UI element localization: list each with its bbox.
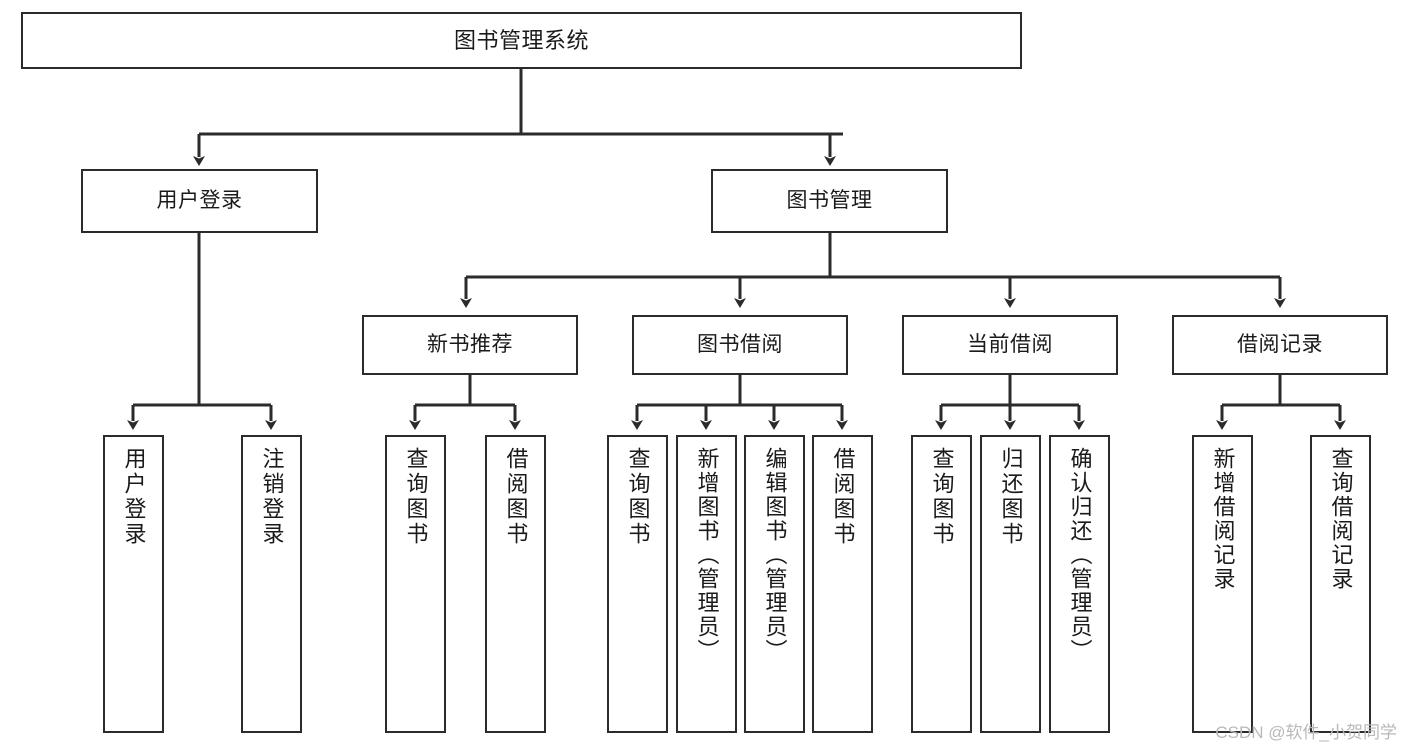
node-book-manage-label: 图书管理 (786, 188, 873, 212)
leaf-add-book-admin-label: 新增图书（管理员） (694, 447, 720, 663)
leaf-edit-book-admin[interactable]: 编辑图书（管理员） (744, 435, 805, 733)
leaf-query-book-borrow[interactable]: 查询图书 (607, 435, 668, 733)
leaf-query-borrow-record-label: 查询借阅记录 (1328, 447, 1354, 591)
leaf-logout-login-label: 注销登录 (259, 447, 285, 547)
leaf-add-book-admin[interactable]: 新增图书（管理员） (676, 435, 737, 733)
leaf-edit-book-admin-label: 编辑图书（管理员） (762, 447, 788, 663)
leaf-query-borrow-record[interactable]: 查询借阅记录 (1310, 435, 1371, 733)
leaf-return-book-label: 归还图书 (998, 447, 1024, 547)
leaf-borrow-book-label: 借阅图书 (830, 447, 856, 547)
node-new-book-recommendation-label: 新书推荐 (427, 332, 513, 356)
node-root-label: 图书管理系统 (453, 27, 589, 53)
leaf-query-book-borrow-label: 查询图书 (625, 447, 651, 547)
leaf-borrow-book-recommendation-label: 借阅图书 (503, 447, 529, 547)
leaf-query-book-current[interactable]: 查询图书 (911, 435, 972, 733)
node-book-borrow[interactable]: 图书借阅 (632, 315, 848, 375)
leaf-query-book-recommendation[interactable]: 查询图书 (385, 435, 446, 733)
node-root[interactable]: 图书管理系统 (21, 12, 1022, 69)
leaf-query-book-recommendation-label: 查询图书 (403, 447, 429, 547)
leaf-add-borrow-record-label: 新增借阅记录 (1210, 447, 1236, 591)
node-new-book-recommendation[interactable]: 新书推荐 (362, 315, 578, 375)
leaf-return-book[interactable]: 归还图书 (980, 435, 1041, 733)
leaf-borrow-book[interactable]: 借阅图书 (812, 435, 873, 733)
node-current-borrow-label: 当前借阅 (967, 332, 1053, 356)
node-user-login-label: 用户登录 (156, 188, 243, 212)
node-borrow-record-label: 借阅记录 (1237, 332, 1323, 356)
leaf-confirm-return-admin-label: 确认归还（管理员） (1067, 447, 1093, 663)
leaf-query-book-current-label: 查询图书 (929, 447, 955, 547)
leaf-confirm-return-admin[interactable]: 确认归还（管理员） (1049, 435, 1110, 733)
leaf-user-login-label: 用户登录 (121, 447, 147, 547)
node-current-borrow[interactable]: 当前借阅 (902, 315, 1118, 375)
leaf-logout-login[interactable]: 注销登录 (241, 435, 302, 733)
node-book-manage[interactable]: 图书管理 (711, 169, 948, 233)
leaf-add-borrow-record[interactable]: 新增借阅记录 (1192, 435, 1253, 733)
node-user-login[interactable]: 用户登录 (81, 169, 318, 233)
leaf-user-login[interactable]: 用户登录 (103, 435, 164, 733)
leaf-borrow-book-recommendation[interactable]: 借阅图书 (485, 435, 546, 733)
watermark: CSDN @软件_小贺同学 (1215, 723, 1397, 742)
node-book-borrow-label: 图书借阅 (697, 332, 783, 356)
node-borrow-record[interactable]: 借阅记录 (1172, 315, 1388, 375)
